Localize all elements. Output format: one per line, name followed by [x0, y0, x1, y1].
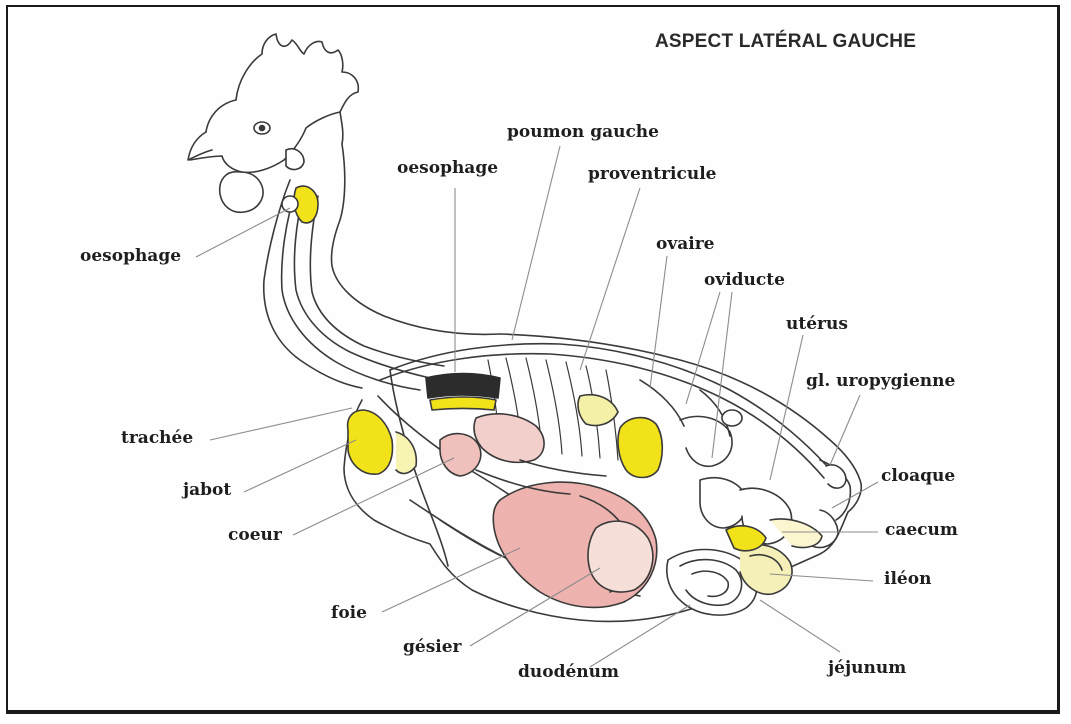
- ovary-yellow: [618, 418, 662, 478]
- label-trachee: trachée: [121, 430, 193, 447]
- gizzard: [588, 521, 653, 592]
- label-jejunum: jéjunum: [828, 660, 906, 677]
- diagram-title: ASPECT LATÉRAL GAUCHE: [655, 31, 916, 53]
- label-foie: foie: [331, 605, 367, 622]
- label-jabot: jabot: [183, 482, 231, 499]
- uropygial-gland: [826, 465, 846, 488]
- label-ovaire: ovaire: [656, 236, 714, 253]
- label-duodenum: duodénum: [518, 664, 619, 681]
- head: [190, 100, 343, 172]
- label-oviducte: oviducte: [704, 272, 785, 289]
- heart: [440, 434, 481, 476]
- label-cloaque: cloaque: [881, 468, 955, 485]
- label-uterus: utérus: [786, 316, 848, 333]
- label-oesophage-upper: oesophage: [397, 160, 498, 177]
- comb: [236, 34, 358, 112]
- label-ileon: iléon: [884, 571, 931, 588]
- label-coeur: coeur: [228, 527, 282, 544]
- label-gl-uropygienne: gl. uropygienne: [806, 373, 955, 390]
- label-poumon-gauche: poumon gauche: [507, 124, 659, 141]
- label-oesophage-neck: oesophage: [80, 248, 181, 265]
- label-gesier: gésier: [403, 639, 462, 656]
- label-caecum: caecum: [885, 522, 958, 539]
- label-proventricule: proventricule: [588, 166, 717, 183]
- wattle: [220, 172, 263, 213]
- crop-yellow: [348, 410, 393, 474]
